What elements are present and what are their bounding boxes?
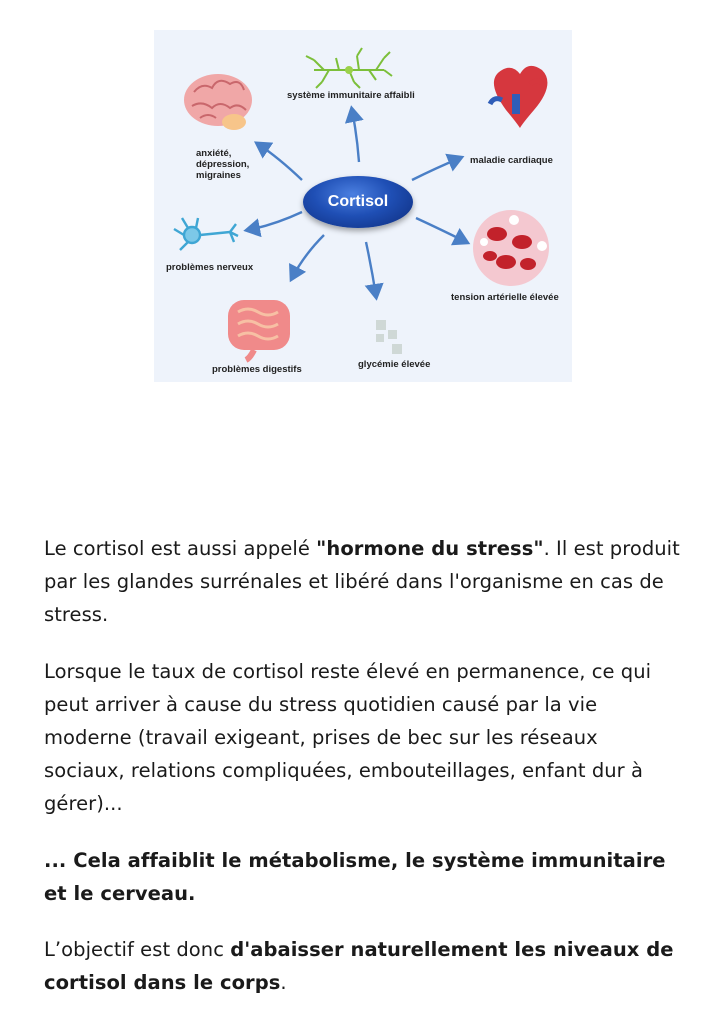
label-anxiety-line3: migraines (196, 170, 241, 181)
arrow-digestive (289, 234, 325, 283)
label-digestive: problèmes digestifs (212, 364, 302, 375)
paragraph-intro: Le cortisol est aussi appelé "hormone du… (44, 532, 684, 631)
cortisol-hub: Cortisol (303, 176, 413, 228)
heart-icon (487, 65, 548, 128)
glucose-icon (376, 320, 402, 354)
p1-text-b: . Il est produit par les glandes surréna… (44, 537, 680, 626)
neuron-icon (305, 47, 393, 89)
arrow-heart (411, 153, 465, 182)
brain-icon (184, 74, 252, 130)
paragraph-goal: L’objectif est donc d'abaisser naturelle… (44, 933, 684, 999)
nerve-cell-icon (173, 217, 239, 251)
arrow-nerves (243, 210, 303, 238)
intestine-icon (228, 300, 290, 363)
arrow-glucose (364, 241, 384, 301)
p4-bold: d'abaisser naturellement les niveaux de … (44, 938, 674, 994)
label-anxiety-line1: anxiété, (196, 148, 232, 159)
p1-bold: "hormone du stress" (316, 537, 544, 560)
label-blood: tension artérielle élevée (451, 292, 559, 303)
label-nerves: problèmes nerveux (166, 262, 254, 273)
hub-label: Cortisol (327, 193, 389, 210)
p4-text-a: L’objectif est donc (44, 938, 231, 961)
arrow-immune (344, 105, 364, 163)
p4-text-b: . (280, 971, 287, 994)
p2-text: Lorsque le taux de cortisol reste élevé … (44, 660, 652, 815)
diagram-graphics (173, 47, 549, 363)
arrow-anxiety (254, 141, 303, 181)
paragraph-effect: ... Cela affaiblit le métabolisme, le sy… (44, 844, 684, 910)
label-glucose: glycémie élevée (358, 359, 431, 370)
arrow-blood (415, 216, 471, 246)
paragraph-cause: Lorsque le taux de cortisol reste élevé … (44, 655, 684, 820)
p1-text-a: Le cortisol est aussi appelé (44, 537, 317, 560)
label-anxiety: anxiété, dépression, migraines (196, 148, 249, 181)
blood-cells-icon (473, 210, 549, 286)
p3-text: ... Cela affaiblit le métabolisme, le sy… (44, 849, 666, 905)
label-immune: système immunitaire affaibli (287, 90, 415, 101)
label-anxiety-line2: dépression, (196, 159, 250, 170)
label-heart: maladie cardiaque (470, 155, 553, 166)
cortisol-diagram: Cortisol système immunitaire affaibli an… (154, 30, 572, 382)
